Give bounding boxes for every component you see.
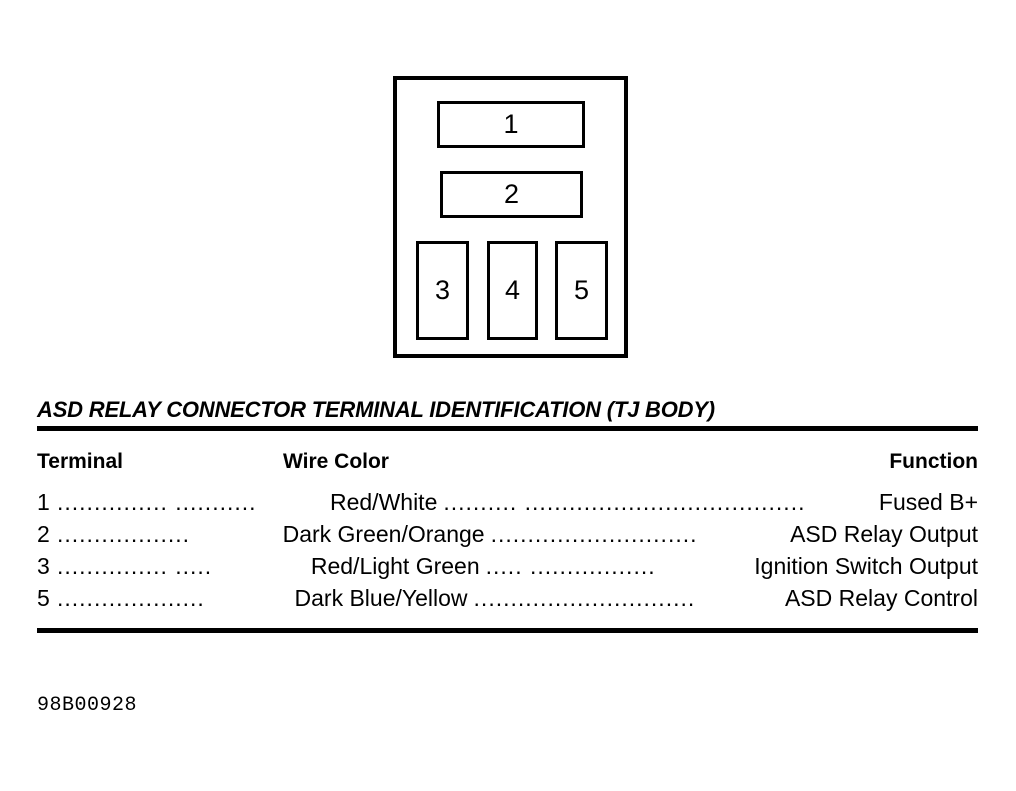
table-column-headers: Terminal Wire Color Function	[37, 449, 978, 474]
cell-function: Ignition Switch Output	[754, 553, 979, 580]
cell-terminal: 1	[37, 489, 50, 516]
column-header-function: Function	[889, 450, 978, 474]
terminal-cavity-label: 5	[573, 275, 590, 305]
table-rows: 1 ............... ........... Red/White …	[37, 486, 978, 614]
terminal-identification-table: ASD RELAY CONNECTOR TERMINAL IDENTIFICAT…	[37, 397, 978, 634]
dot-leader-left: ............... .....	[57, 553, 213, 580]
cell-function: ASD Relay Control	[784, 585, 978, 612]
figure-code: 98B00928	[37, 694, 138, 717]
cell-function: ASD Relay Output	[790, 521, 978, 548]
terminal-cavity-label: 2	[503, 179, 520, 209]
table-row: 1 ............... ........... Red/White …	[37, 486, 978, 518]
dot-leader-right: ..... .................	[485, 553, 656, 580]
terminal-cavity-1: 1	[437, 101, 585, 148]
cell-terminal: 5	[37, 585, 50, 612]
terminal-cavity-3: 3	[416, 241, 469, 340]
terminal-cavity-2: 2	[440, 171, 583, 218]
cell-wire-color: Red/White	[329, 489, 438, 516]
dot-leader-left: ..................	[57, 521, 191, 548]
dot-leader-right: .......... .............................…	[443, 489, 806, 516]
table-row: 5 .................... Dark Blue/Yellow …	[37, 582, 978, 614]
table-bottom-divider	[37, 628, 978, 634]
connector-diagram: 1 2 3 4 5	[393, 76, 628, 358]
column-header-terminal: Terminal	[37, 450, 123, 474]
dot-leader-right: ..............................	[473, 585, 696, 612]
terminal-cavity-5: 5	[555, 241, 608, 340]
dot-leader-right: ............................	[490, 521, 698, 548]
dot-leader-left: ....................	[57, 585, 205, 612]
terminal-cavity-label: 4	[504, 275, 521, 305]
terminal-cavity-4: 4	[487, 241, 538, 340]
terminal-cavity-label: 1	[503, 109, 519, 139]
cell-wire-color: Dark Blue/Yellow	[294, 585, 468, 612]
cell-wire-color: Red/Light Green	[310, 553, 480, 580]
table-row: 3 ............... ..... Red/Light Green …	[37, 550, 978, 582]
column-header-wire-color: Wire Color	[283, 450, 389, 474]
cell-wire-color: Dark Green/Orange	[282, 521, 485, 548]
table-title: ASD RELAY CONNECTOR TERMINAL IDENTIFICAT…	[37, 397, 715, 422]
table-row: 2 .................. Dark Green/Orange .…	[37, 518, 978, 550]
cell-function: Fused B+	[878, 489, 979, 516]
dot-leader-left: ............... ...........	[57, 489, 257, 516]
terminal-cavity-label: 3	[434, 275, 451, 305]
cell-terminal: 3	[37, 553, 50, 580]
title-divider	[37, 426, 978, 432]
cell-terminal: 2	[37, 521, 50, 548]
